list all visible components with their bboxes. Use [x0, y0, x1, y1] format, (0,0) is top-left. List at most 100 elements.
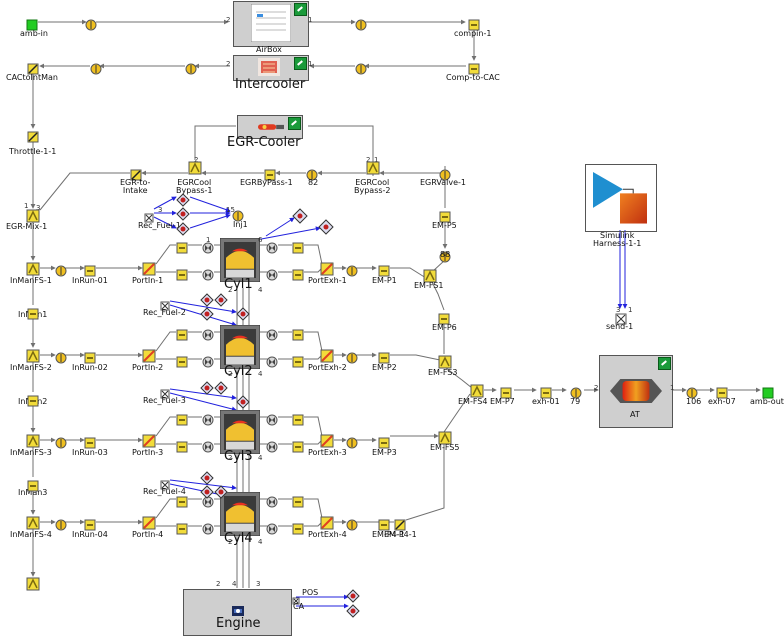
open-subassembly-icon[interactable]	[294, 57, 307, 70]
pipe-icon[interactable]	[292, 520, 304, 535]
pipe-icon[interactable]	[176, 239, 188, 254]
intercooler-block[interactable]	[233, 55, 309, 81]
orifice-icon[interactable]	[355, 60, 367, 75]
inman1-pipe[interactable]	[27, 305, 39, 320]
pipe-icon[interactable]	[292, 438, 304, 453]
valve-icon[interactable]	[266, 520, 278, 535]
portexh-3[interactable]	[320, 433, 334, 448]
em-fs3[interactable]	[438, 354, 452, 369]
egrbypass-pipe[interactable]	[264, 166, 276, 181]
portin-1[interactable]	[142, 261, 156, 276]
airbox-block[interactable]	[233, 1, 309, 47]
portexh-1[interactable]	[320, 261, 334, 276]
pipe-icon[interactable]	[176, 520, 188, 535]
pipe-icon[interactable]	[292, 353, 304, 368]
orifice-icon[interactable]	[55, 349, 67, 364]
valve-icon[interactable]	[202, 326, 214, 341]
cylinder-3[interactable]	[219, 409, 261, 455]
injector-icon[interactable]	[200, 306, 214, 321]
pipe-icon[interactable]	[176, 266, 188, 281]
em-p-3[interactable]	[378, 434, 390, 449]
egr-cooler-block[interactable]	[237, 115, 303, 139]
orifice-icon[interactable]	[55, 262, 67, 277]
valve-icon[interactable]	[266, 326, 278, 341]
emp6-pipe[interactable]	[438, 310, 450, 325]
inmanfs-4[interactable]	[26, 515, 40, 530]
pipe-icon[interactable]	[292, 326, 304, 341]
compin-pipe[interactable]	[468, 16, 480, 31]
em-p-1[interactable]	[378, 262, 390, 277]
injector-icon[interactable]	[200, 484, 214, 499]
orifice-icon[interactable]	[85, 16, 97, 31]
injector-icon[interactable]	[200, 292, 214, 307]
orifice-icon[interactable]	[686, 384, 698, 399]
orifice-icon[interactable]	[90, 60, 102, 75]
valve-icon[interactable]	[266, 493, 278, 508]
em-fs4[interactable]	[470, 383, 484, 398]
rec-fuel-4-sensor[interactable]	[160, 475, 170, 490]
em-fs1[interactable]	[423, 268, 437, 283]
injector-icon[interactable]	[214, 292, 228, 307]
valve-icon[interactable]	[202, 520, 214, 535]
orifice-icon[interactable]	[346, 434, 358, 449]
orifice-icon[interactable]	[439, 248, 451, 263]
send-sensor[interactable]	[615, 310, 627, 325]
cylinder-4[interactable]	[219, 491, 261, 537]
orifice-icon[interactable]	[346, 516, 358, 531]
simulink-harness-block[interactable]	[585, 164, 657, 232]
throttle-component[interactable]	[27, 128, 39, 143]
injector-icon[interactable]	[214, 484, 228, 499]
cactointman-pipe[interactable]	[27, 60, 39, 75]
open-subassembly-icon[interactable]	[288, 117, 301, 130]
amb-out-boundary[interactable]	[762, 384, 774, 399]
injector-icon[interactable]	[346, 603, 360, 618]
em-p-4[interactable]	[378, 516, 390, 531]
aftertreatment-block[interactable]	[599, 355, 673, 428]
portin-3[interactable]	[142, 433, 156, 448]
injector-icon[interactable]	[200, 470, 214, 485]
amb-in-boundary[interactable]	[26, 16, 38, 31]
inmanfs-3[interactable]	[26, 433, 40, 448]
orifice-icon[interactable]	[306, 166, 318, 181]
rec-fuel-2-sensor[interactable]	[160, 296, 170, 311]
egr-valve[interactable]	[439, 166, 451, 181]
inmanfs-1[interactable]	[26, 261, 40, 276]
emp7-pipe[interactable]	[500, 384, 512, 399]
cylinder-1[interactable]	[219, 237, 261, 283]
rec-fuel-1-sensor[interactable]	[144, 208, 154, 223]
portin-4[interactable]	[142, 515, 156, 530]
valve-icon[interactable]	[266, 239, 278, 254]
pipe-icon[interactable]	[176, 326, 188, 341]
emp5-pipe[interactable]	[439, 208, 451, 223]
pipe-icon[interactable]	[292, 411, 304, 426]
inman2-pipe[interactable]	[27, 392, 39, 407]
exh01-pipe[interactable]	[540, 384, 552, 399]
inrun-2[interactable]	[84, 349, 96, 364]
egr-mix-flowsplit[interactable]	[26, 208, 40, 223]
portin-2[interactable]	[142, 348, 156, 363]
intake-end-cap[interactable]	[26, 576, 40, 591]
orifice-icon[interactable]	[55, 516, 67, 531]
valve-icon[interactable]	[202, 353, 214, 368]
pipe-icon[interactable]	[176, 438, 188, 453]
open-subassembly-icon[interactable]	[294, 3, 307, 16]
pipe-icon[interactable]	[176, 353, 188, 368]
valve-icon[interactable]	[202, 411, 214, 426]
egrcool-bypass-1[interactable]	[188, 160, 202, 175]
em-fs5[interactable]	[438, 430, 452, 445]
injector-icon[interactable]	[236, 394, 250, 409]
valve-icon[interactable]	[266, 266, 278, 281]
egr-to-intake-pipe[interactable]	[130, 166, 142, 181]
injector-icon[interactable]	[200, 380, 214, 395]
inman3-pipe[interactable]	[27, 477, 39, 492]
valve-icon[interactable]	[202, 239, 214, 254]
pipe-icon[interactable]	[292, 493, 304, 508]
inrun-1[interactable]	[84, 262, 96, 277]
injector-icon[interactable]	[176, 206, 190, 221]
emp4-1-pipe[interactable]	[394, 516, 406, 531]
cylinder-2[interactable]	[219, 324, 261, 370]
egrcool-bypass-2[interactable]	[366, 160, 380, 175]
injector-icon[interactable]	[236, 306, 250, 321]
pipe-icon[interactable]	[176, 493, 188, 508]
